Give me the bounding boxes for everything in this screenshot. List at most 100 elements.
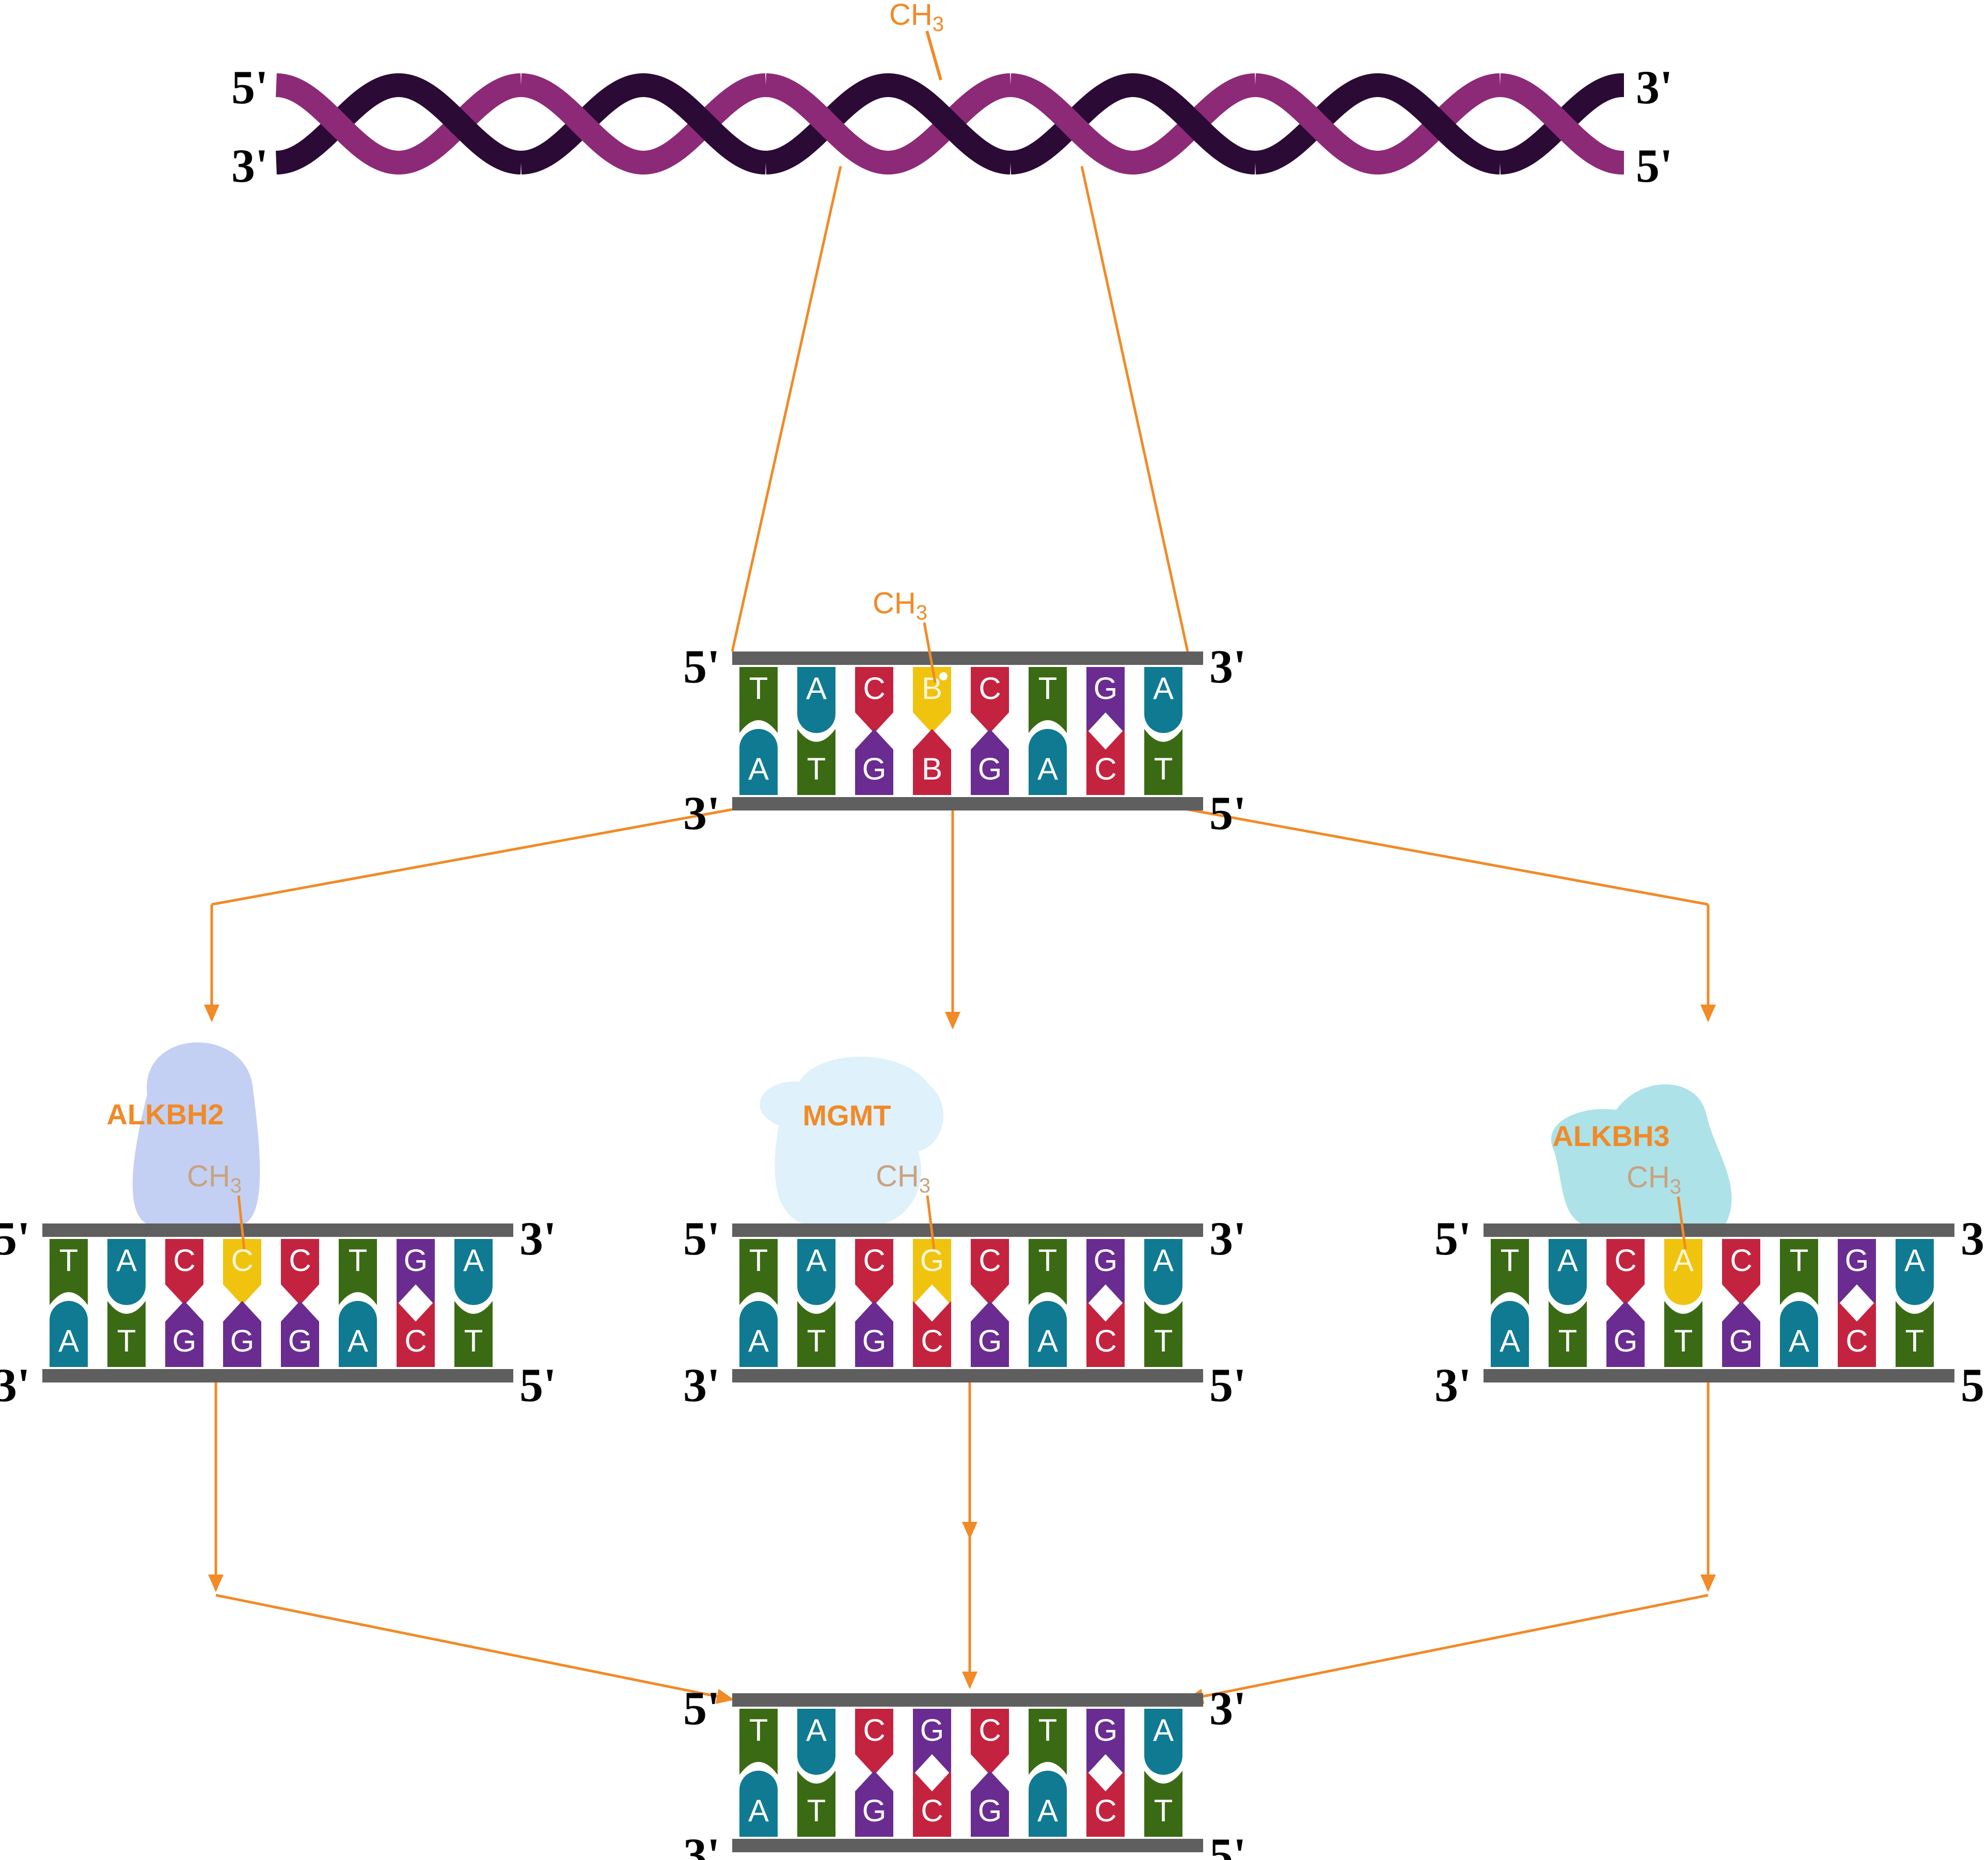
bottom-base-T [454, 1301, 493, 1367]
top-base-C [855, 1239, 893, 1305]
three-prime-bottom-left-label: 3' [683, 787, 720, 839]
bottom-base-A [50, 1301, 88, 1367]
bottom-base-letter: G [1614, 1324, 1638, 1358]
top-base-letter: C [863, 671, 885, 706]
three-prime-bottom-left-label: 3' [0, 1359, 30, 1411]
bottom-base-letter: T [1674, 1324, 1693, 1358]
top-strand-backbone [42, 1223, 513, 1237]
enzyme-label: ALKBH3 [1552, 1120, 1669, 1152]
bottom-base-letter: G [172, 1324, 197, 1358]
helix-left-top-end: 5' [231, 61, 269, 114]
top-base-letter: A [463, 1243, 484, 1278]
three-prime-bottom-left-label: 3' [1434, 1359, 1472, 1411]
arrow-converge-right [1186, 1594, 1709, 1704]
top-base-A [1549, 1239, 1587, 1305]
bottom-base-A [1780, 1301, 1818, 1367]
helix-dark-strand-segment [887, 73, 1011, 174]
bottom-base-letter: T [464, 1324, 483, 1358]
bottom-base-letter: A [1789, 1324, 1809, 1358]
bottom-base-letter: T [807, 1324, 826, 1358]
top-base-letter: G [920, 1243, 944, 1278]
five-prime-top-left-label: 5' [683, 640, 720, 693]
top-base-B [913, 667, 951, 733]
top-base-letter: T [749, 1243, 768, 1278]
five-prime-top-left-label: 5' [0, 1212, 30, 1265]
bottom-base-A [339, 1301, 377, 1367]
top-base-C [855, 667, 893, 733]
bottom-base-letter: G [862, 1793, 887, 1828]
bottom-base-C [1838, 1301, 1876, 1367]
bottom-base-T [107, 1301, 146, 1367]
bottom-base-C [1086, 1301, 1125, 1367]
bottom-base-G [223, 1301, 261, 1367]
bottom-base-G [855, 1771, 893, 1837]
bottom-strand-backbone [1484, 1369, 1954, 1382]
bottom-base-T [797, 729, 835, 795]
dna-double-helix: CH3 5' 3' 3' 5' [231, 0, 1673, 192]
five-prime-top-left-label: 5' [1434, 1212, 1472, 1265]
bottom-base-letter: T [807, 752, 826, 786]
three-prime-top-right-label: 3' [1209, 1212, 1247, 1265]
bottom-base-A [1491, 1301, 1529, 1367]
bottom-base-G [971, 1771, 1009, 1837]
top-base-C [223, 1239, 261, 1305]
bottom-base-letter: T [1154, 1793, 1173, 1828]
top-base-C [281, 1239, 319, 1305]
bottom-base-letter: C [921, 1324, 943, 1358]
bottom-base-C [1086, 729, 1125, 795]
helix-light-strand-segment [1010, 73, 1134, 174]
top-base-letter: C [979, 1713, 1001, 1747]
five-prime-bottom-right-label: 5' [1209, 1829, 1247, 1860]
helix-light-strand-segment [276, 73, 400, 174]
top-base-letter: G [1094, 1713, 1118, 1747]
top-base-T [50, 1239, 88, 1305]
bottom-base-letter: C [1094, 1793, 1116, 1828]
top-base-letter: A [1153, 1243, 1174, 1278]
top-base-T [1029, 1239, 1067, 1305]
bottom-base-letter: A [748, 752, 769, 786]
top-base-T [739, 1709, 778, 1775]
bottom-base-letter: T [807, 1793, 826, 1828]
bottom-base-C [913, 1771, 951, 1837]
helix-left-bottom-end: 3' [231, 139, 269, 192]
bottom-base-letter: G [978, 1793, 1002, 1828]
top-base-T [339, 1239, 377, 1305]
top-base-G [1086, 667, 1125, 733]
helix-dark-strand-segment [1131, 73, 1256, 174]
bottom-strand-backbone [732, 1839, 1203, 1852]
top-base-letter: C [231, 1243, 253, 1278]
bottom-base-letter: A [348, 1324, 368, 1358]
top-base-G [913, 1239, 951, 1305]
branch-line-right [1187, 808, 1709, 906]
bottom-base-C [913, 1301, 951, 1367]
three-prime-top-right-label: 3' [1961, 1212, 1988, 1265]
top-base-A [797, 1709, 835, 1775]
top-base-letter: T [749, 1713, 768, 1747]
helix-ch3-label: CH3 [889, 0, 944, 36]
bottom-base-A [739, 1771, 778, 1837]
top-strand-backbone [732, 1223, 1203, 1237]
zoom-line-left [731, 166, 842, 652]
bottom-base-letter: G [978, 752, 1002, 786]
top-base-letter: G [920, 1713, 944, 1747]
five-prime-bottom-right-label: 5' [1209, 787, 1247, 839]
helix-dark-strand-segment [1376, 73, 1501, 174]
top-base-letter: A [806, 1243, 827, 1278]
bottom-base-letter: A [1037, 1793, 1058, 1828]
five-prime-bottom-right-label: 5' [1209, 1359, 1247, 1411]
top-base-letter: C [1730, 1243, 1752, 1278]
bottom-base-G [855, 1301, 893, 1367]
top-base-letter: B [922, 671, 942, 706]
methyl-group-label: CH3 [1627, 1160, 1681, 1198]
alkbh3-enzyme-shape [1551, 1084, 1732, 1229]
helix-light-strand-segment [520, 73, 645, 174]
top-base-G [913, 1709, 951, 1775]
bottom-base-G [855, 729, 893, 795]
bottom-base-letter: G [978, 1324, 1002, 1358]
top-base-letter: A [1153, 1713, 1174, 1747]
top-base-letter: C [979, 1243, 1001, 1278]
